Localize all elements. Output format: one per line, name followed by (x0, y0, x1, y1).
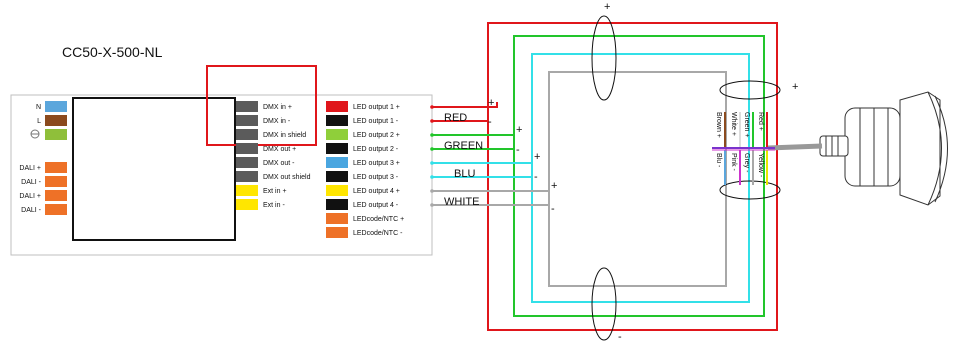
lamp-icon (819, 91, 948, 206)
dmx-terminal (236, 129, 258, 140)
minus-sign: - (618, 331, 622, 342)
connector-bottom-label: Yellow - (757, 153, 764, 178)
dmx-terminal-label: DMX in shield (263, 132, 306, 139)
led-terminal-label: LED output 4 - (353, 202, 399, 209)
led-terminal-label: LED output 4 + (353, 188, 400, 195)
dmx-terminal-label: Ext in + (263, 188, 287, 195)
led-terminal-label: LED output 1 - (353, 118, 399, 125)
minus-sign: - (516, 144, 520, 156)
led-terminal (326, 171, 348, 182)
mains-terminal (45, 129, 67, 140)
led-terminal-label: LED output 2 - (353, 146, 399, 153)
dmx-terminal-label: DMX out - (263, 160, 295, 167)
dali-terminal (45, 176, 67, 187)
plus-sign: + (534, 151, 540, 163)
led-terminal (326, 185, 348, 196)
dmx-terminal (236, 143, 258, 154)
mains-terminal-label: N (36, 104, 41, 111)
wire-end-dot (430, 189, 434, 193)
connector-top-label: Green + (743, 112, 750, 138)
plus-sign: + (604, 1, 610, 13)
red-wire-step (488, 102, 498, 108)
led-terminal-label: LEDcode/NTC - (353, 230, 403, 237)
dali-terminal-label: DALI - (21, 207, 42, 214)
connector-top-ellipse (719, 80, 781, 100)
dmx-terminal (236, 199, 258, 210)
plus-sign: + (551, 180, 557, 192)
output-wires (430, 102, 549, 207)
led-terminal-label: LED output 3 + (353, 160, 400, 167)
wire-end-dot (430, 147, 434, 151)
led-terminal (326, 157, 348, 168)
connector-bottom-label: Grey - (743, 153, 750, 173)
led-terminal (326, 129, 348, 140)
led-terminal (326, 115, 348, 126)
mains-terminal (45, 115, 67, 126)
diagram-labels: NL DALI + DALI - DALI + DALI - DMX in + DMX in… (19, 1, 798, 342)
led-terminal-label: LEDcode/NTC + (353, 216, 404, 223)
lamp-cable (767, 143, 823, 151)
driver-inner-box (72, 97, 236, 241)
led-terminal (326, 213, 348, 224)
led-terminal (326, 101, 348, 112)
minus-sign: - (488, 116, 492, 128)
top-gland-ellipse (591, 15, 617, 101)
wire-color-label: BLU (454, 168, 475, 180)
dali-terminal (45, 204, 67, 215)
dali-terminal (45, 162, 67, 173)
plus-sign: + (516, 124, 522, 136)
dmx-terminal-label: Ext in - (263, 202, 285, 209)
dmx-terminal (236, 101, 258, 112)
dali-terminal-label: DALI + (19, 193, 41, 200)
mains-terminal (45, 101, 67, 112)
led-terminal-label: LED output 1 + (353, 104, 400, 111)
plus-sign: + (488, 97, 494, 109)
bottom-gland-ellipse (591, 267, 617, 341)
wire-end-dot (430, 175, 434, 179)
dmx-terminal (236, 171, 258, 182)
product-title: CC50-X-500-NL (62, 44, 163, 60)
minus-sign: - (551, 203, 555, 215)
wire-end-dot (430, 105, 434, 109)
dmx-terminal (236, 185, 258, 196)
dmx-terminal-label: DMX out + (263, 146, 296, 153)
led-terminal (326, 143, 348, 154)
connector-bottom-ellipse (719, 180, 781, 200)
dali-terminal (45, 190, 67, 201)
connector-top-label: Brown + (715, 112, 722, 138)
wire-color-label: RED (444, 112, 467, 124)
dmx-highlight-box (206, 65, 317, 146)
led-terminal-label: LED output 2 + (353, 132, 400, 139)
wire-color-label: WHITE (444, 196, 479, 208)
dmx-terminal-label: DMX in - (263, 118, 291, 125)
led-terminal (326, 199, 348, 210)
connector-top-label: White + (730, 112, 737, 136)
gray-loop (548, 71, 727, 287)
dali-terminal-label: DALI - (21, 179, 42, 186)
dali-terminal-label: DALI + (19, 165, 41, 172)
wire-end-dot (430, 203, 434, 207)
led-terminal (326, 227, 348, 238)
connector-bottom-label: Pink - (730, 153, 737, 172)
mains-terminal-label: L (37, 118, 41, 125)
led-terminal-label: LED output 3 - (353, 174, 399, 181)
dmx-terminal (236, 115, 258, 126)
wire-end-dot (430, 119, 434, 123)
connector-top-label: Red + (757, 112, 764, 131)
wire-end-dot (430, 161, 434, 165)
wire-end-dot (430, 133, 434, 137)
dmx-terminal-label: DMX out shield (263, 174, 311, 181)
plus-sign: + (792, 81, 798, 93)
minus-sign: - (534, 171, 538, 183)
wire-color-label: GREEN (444, 140, 483, 152)
connector-bottom-label: Blu - (715, 153, 722, 168)
dmx-terminal-label: DMX in + (263, 104, 292, 111)
dmx-terminal (236, 157, 258, 168)
